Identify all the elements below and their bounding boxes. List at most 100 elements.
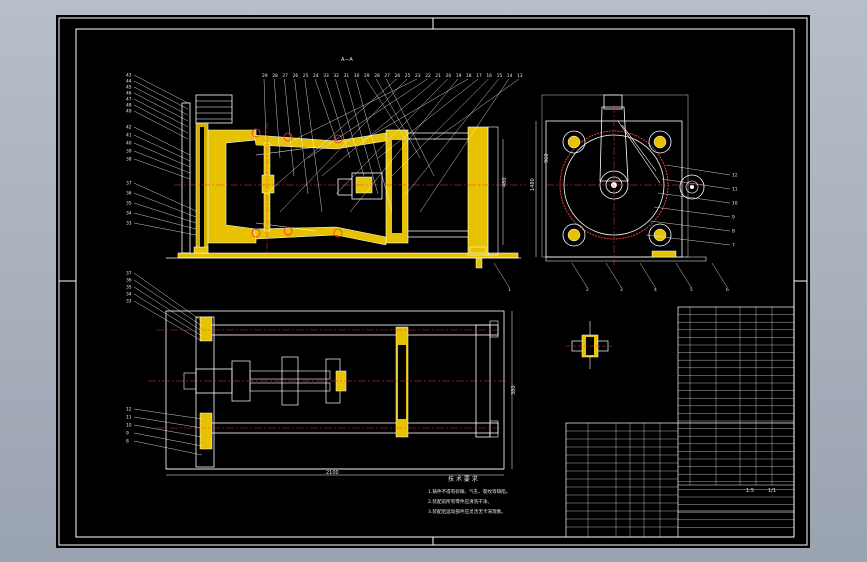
leader-label: 49 [126, 109, 132, 115]
leader-line [377, 78, 479, 159]
leader-label: 15 [497, 73, 503, 79]
leader-label: 36 [126, 191, 132, 197]
view-label: A—A [341, 57, 353, 63]
leader-line [133, 300, 203, 342]
leader-label: 43 [126, 73, 132, 79]
leader-line [293, 78, 418, 141]
leader-line [653, 206, 731, 218]
pinion-gear [679, 174, 705, 200]
leader-label: 7 [732, 243, 735, 249]
leader-label: 37 [126, 271, 132, 277]
callout-leader [493, 262, 510, 288]
leader-line [133, 222, 197, 236]
leader-label: 16 [486, 73, 492, 79]
title-rows [566, 423, 794, 537]
leader-label: 10 [126, 423, 132, 429]
leader-label: 27 [384, 73, 390, 79]
leader-label: 22 [425, 73, 431, 79]
callout-leader [711, 262, 728, 288]
leader-label: 8 [126, 439, 129, 445]
leader-label: 26 [293, 73, 299, 79]
leader-line [321, 78, 438, 177]
leader-line [133, 202, 197, 224]
leader-label: 47 [126, 97, 132, 103]
leader-line [133, 286, 203, 332]
leader-line [133, 212, 197, 230]
leader-label: 33 [126, 221, 132, 227]
leader-label: 28 [374, 73, 380, 79]
drawing-sheet: A—A [56, 15, 810, 548]
leader-label: 44 [126, 79, 132, 85]
inner-frame [75, 28, 795, 538]
callout-leader [675, 262, 692, 288]
callout-leader [639, 262, 656, 288]
outer-frame [58, 17, 808, 546]
callout-number: 1 [508, 287, 511, 293]
leader-line [304, 78, 323, 213]
callout-number: 3 [620, 287, 623, 293]
leader-label: 41 [126, 133, 132, 139]
leader-line [314, 78, 337, 141]
leader-line [133, 416, 203, 429]
leader-label: 14 [507, 73, 513, 79]
leader-label: 31 [344, 73, 350, 79]
plan-height-dimension: 380 [511, 385, 517, 395]
callout-number: 2 [586, 287, 589, 293]
leader-label: 21 [435, 73, 441, 79]
leader-line [376, 78, 421, 159]
parts-list-rows [678, 307, 794, 528]
leader-label: 46 [126, 91, 132, 97]
sheet-cell: 1/1 [768, 488, 776, 494]
leader-label: 26 [395, 73, 401, 79]
leader-line [133, 104, 189, 134]
leader-line [335, 78, 448, 195]
leader-label: 29 [262, 73, 268, 79]
leader-line [265, 78, 397, 195]
leader-line [133, 74, 189, 104]
scale-cell: 1:5 [746, 488, 754, 494]
leader-line [133, 142, 191, 168]
leader-label: 35 [126, 201, 132, 207]
leader-line [133, 408, 203, 420]
notes-heading: 技 术 要 求 [448, 475, 478, 483]
leader-line [405, 78, 499, 195]
leader-line [386, 78, 435, 177]
leader-line [133, 150, 191, 174]
leader-label: 29 [364, 73, 370, 79]
front-height-dimension: 480 [502, 177, 508, 187]
leader-line [133, 293, 203, 337]
leader-label: 10 [732, 201, 738, 207]
leader-line [133, 92, 189, 122]
leader-label: 19 [456, 73, 462, 79]
leader-line [363, 78, 469, 141]
leader-line [133, 182, 197, 212]
leader-line [433, 78, 520, 141]
callout-number: 6 [726, 287, 729, 293]
callout-leader [605, 262, 622, 288]
leader-label: 23 [415, 73, 421, 79]
leader-label: 42 [126, 125, 132, 131]
leader-label: 45 [126, 85, 132, 91]
leader-label: 24 [313, 73, 319, 79]
leader-line [133, 86, 189, 116]
leader-line [274, 78, 281, 159]
side-height-dimension: 1480 [530, 178, 536, 191]
leader-label: 37 [126, 181, 132, 187]
leader-label: 25 [303, 73, 309, 79]
leader-label: 9 [732, 215, 735, 221]
leader-label: 35 [126, 285, 132, 291]
leader-label: 32 [333, 73, 339, 79]
leader-line [645, 234, 731, 246]
leader-line [133, 80, 189, 110]
plan-view: 2100 380 [148, 310, 517, 476]
leader-line [133, 126, 191, 156]
leader-label: 11 [126, 415, 132, 421]
leader-label: 9 [126, 431, 129, 437]
front-section-view: A—A [166, 57, 526, 269]
leader-line [335, 78, 365, 177]
